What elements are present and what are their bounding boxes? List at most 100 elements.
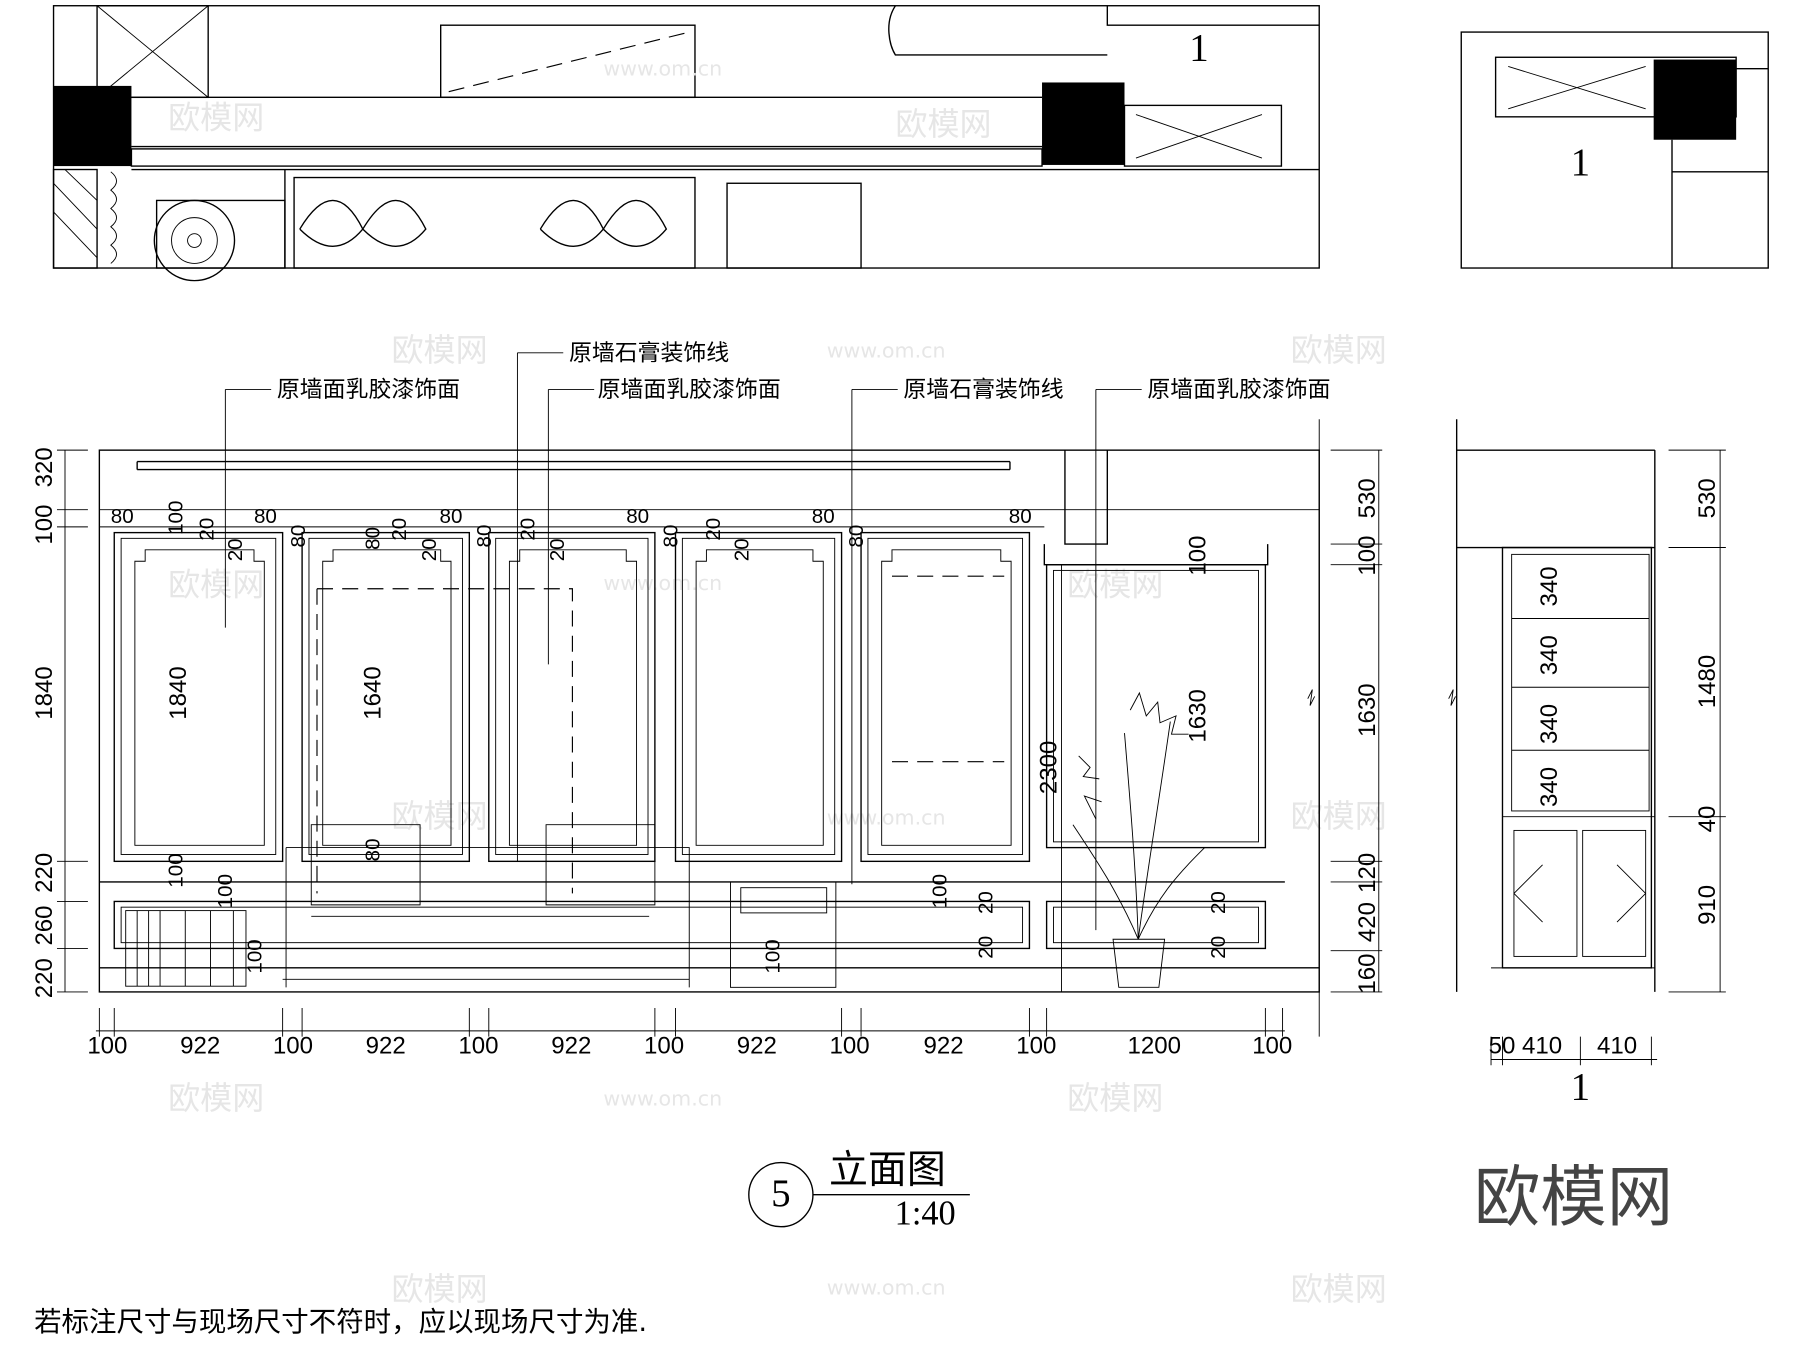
watermark: 欧模网 — [895, 105, 991, 143]
drawing-scale: 1:40 — [895, 1194, 956, 1232]
dim-side: 910 — [1694, 885, 1721, 925]
top-plan-view: 1 — [52, 5, 1320, 282]
dim-small: 80 — [287, 525, 310, 548]
dim-small: 20 — [388, 518, 411, 541]
dim-small: 80 — [362, 527, 385, 550]
watermark: 欧模网 — [1067, 1079, 1163, 1117]
label-gypsum-molding: 原墙石膏装饰线 — [903, 377, 1063, 403]
dim-small: 20 — [731, 538, 754, 561]
dim-left: 260 — [31, 905, 58, 945]
dim-side-bottom: 50 410 — [1489, 1032, 1563, 1059]
section-mark: 1 — [1189, 26, 1208, 69]
watermark: 欧模网 — [1291, 1270, 1387, 1308]
table — [730, 881, 837, 988]
dim-bottom: 100 — [458, 1032, 498, 1059]
watermark: 欧模网 — [168, 98, 264, 136]
dim-shelf: 340 — [1536, 767, 1563, 807]
wall-panel — [674, 531, 843, 863]
side-plan-view: 1 — [1460, 31, 1769, 269]
note-text: 若标注尺寸与现场尺寸不符时，应以现场尺寸为准. — [34, 1306, 647, 1338]
dim-inner: 1640 — [360, 666, 387, 720]
dim-bottom: 100 — [644, 1032, 684, 1059]
decor-panel — [1045, 563, 1267, 849]
logo-watermark: 欧模网 — [1474, 1158, 1673, 1236]
dim-right: 530 — [1354, 478, 1381, 518]
dim-inner: 1840 — [165, 666, 192, 720]
dim-inner: 100 — [1184, 535, 1211, 575]
dim-small: 80 — [845, 525, 868, 548]
watermark: 欧模网 — [391, 331, 487, 369]
dim-bottom: 922 — [923, 1032, 963, 1059]
watermark: 欧模网 — [168, 566, 264, 604]
watermark-site: www.om.cn — [827, 338, 946, 362]
wall-panel — [301, 531, 471, 863]
drawing-number: 5 — [771, 1172, 790, 1215]
watermark-site: www.om.cn — [603, 57, 722, 81]
dim-side: 530 — [1694, 478, 1721, 518]
dim-side-bottom: 410 — [1597, 1032, 1637, 1059]
dim-small: 20 — [974, 891, 997, 914]
dim-right: 420 — [1354, 902, 1381, 942]
label-gypsum-molding: 原墙石膏装饰线 — [569, 340, 729, 366]
wall-panel — [860, 531, 1031, 863]
dim-bottom: 100 — [1252, 1032, 1292, 1059]
dim-side: 1480 — [1694, 655, 1721, 709]
annotations: 原墙石膏装饰线 原墙面乳胶漆饰面 原墙面乳胶漆饰面 原墙石膏装饰线 原墙面乳胶漆… — [224, 340, 1331, 931]
section-mark: 1 — [1571, 141, 1590, 184]
dim-bottom: 922 — [737, 1032, 777, 1059]
dim-small: 100 — [214, 874, 237, 908]
dim-small: 80 — [660, 525, 683, 548]
watermark-site: www.om.cn — [603, 1086, 722, 1110]
dim-small: 80 — [626, 505, 649, 528]
dim-shelf: 340 — [1536, 635, 1563, 675]
dim-right: 1630 — [1354, 683, 1381, 737]
section-mark: 1 — [1571, 1065, 1590, 1108]
side-table — [125, 910, 247, 987]
cabinet-door — [1582, 829, 1647, 957]
wall-panel — [488, 531, 656, 863]
dim-bottom: 922 — [366, 1032, 406, 1059]
dim-small: 100 — [761, 939, 784, 973]
watermark-site: www.om.cn — [827, 1275, 946, 1299]
dim-small: 80 — [111, 505, 134, 528]
dim-left: 220 — [31, 958, 58, 998]
dim-left: 320 — [31, 447, 58, 487]
cabinet-door — [1513, 829, 1578, 957]
dim-small: 20 — [1207, 891, 1230, 914]
watermark: 欧模网 — [391, 1270, 487, 1308]
dim-small: 20 — [418, 538, 441, 561]
dim-left: 100 — [31, 505, 58, 545]
dim-small: 100 — [165, 853, 188, 887]
dim-bottom: 100 — [87, 1032, 127, 1059]
wall-panel — [113, 531, 284, 863]
dim-small: 80 — [473, 525, 496, 548]
plant — [1072, 691, 1206, 988]
watermark: 欧模网 — [1067, 566, 1163, 604]
dim-left: 1840 — [31, 666, 58, 720]
dim-right: 160 — [1354, 954, 1381, 994]
dim-small: 80 — [1009, 505, 1032, 528]
watermark: 欧模网 — [1291, 797, 1387, 835]
dim-small: 20 — [224, 538, 247, 561]
dimension-texts: 100 922 100 922 100 922 100 922 100 922 … — [31, 447, 1721, 1059]
dim-small: 20 — [702, 518, 725, 541]
watermarks: 欧模网 欧模网 欧模网 欧模网 欧模网 欧模网 欧模网 欧模网 欧模网 欧模网 … — [168, 57, 1387, 1308]
dim-small: 20 — [1207, 936, 1230, 959]
dim-right: 100 — [1354, 535, 1381, 575]
dim-small: 80 — [440, 505, 463, 528]
wall-panels — [113, 531, 1267, 863]
drawing-name: 立面图 — [829, 1148, 946, 1193]
side-elevation: 1 — [1448, 419, 1656, 1108]
dim-inner: 1630 — [1184, 689, 1211, 743]
dim-small: 20 — [196, 518, 219, 541]
drawing-title: 5 立面图 1:40 — [748, 1148, 970, 1232]
dimension-lines — [56, 419, 1726, 1066]
watermark-site: www.om.cn — [827, 806, 946, 830]
dim-small: 80 — [254, 505, 277, 528]
label-latex-paint: 原墙面乳胶漆饰面 — [598, 377, 781, 403]
dim-bottom: 1200 — [1128, 1032, 1182, 1059]
watermark-site: www.om.cn — [603, 571, 722, 595]
dim-small: 100 — [165, 501, 188, 535]
dim-bottom: 922 — [180, 1032, 220, 1059]
